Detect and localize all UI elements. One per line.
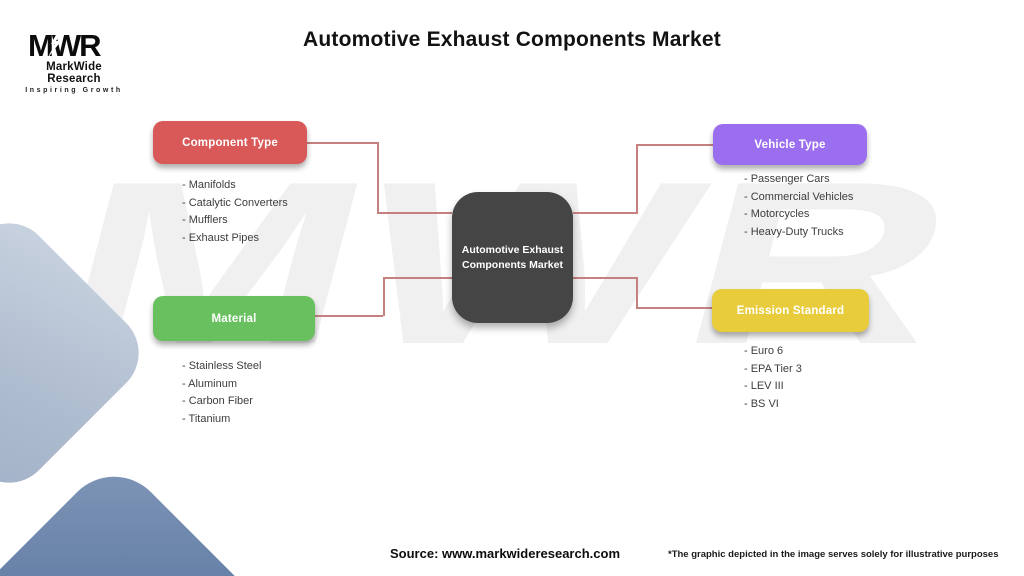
list-item: - Exhaust Pipes bbox=[182, 231, 260, 244]
list-item: - Motorcycles bbox=[744, 208, 810, 220]
lightning-bolt-icon bbox=[47, 31, 63, 59]
list-item: - Carbon Fiber bbox=[182, 395, 253, 407]
category-box-component-type: Component Type bbox=[153, 121, 307, 164]
category-box-material: Material bbox=[153, 296, 315, 341]
connector-material bbox=[383, 277, 385, 316]
list-item: - Manifolds bbox=[182, 179, 236, 191]
list-item: - Titanium bbox=[182, 412, 231, 425]
connector-component-type bbox=[307, 142, 378, 144]
list-item: - BS VI bbox=[744, 397, 779, 410]
page-title: Automotive Exhaust Components Market bbox=[303, 28, 721, 51]
list-item: - Mufflers bbox=[182, 214, 228, 226]
logo-tagline: Inspiring Growth bbox=[25, 87, 123, 94]
center-node-automotive-exhaust-components-market: Automotive Exhaust Components Market bbox=[452, 192, 573, 323]
connector-vehicle-type bbox=[636, 144, 713, 146]
connector-component-type bbox=[377, 212, 452, 214]
mwr-logo-acronym: MWR bbox=[30, 30, 101, 60]
category-label: Component Type bbox=[182, 136, 278, 149]
category-list-material: - Stainless Steel - Aluminum - Carbon Fi… bbox=[182, 358, 261, 428]
list-item: - LEV III bbox=[744, 380, 784, 392]
disclaimer-text: *The graphic depicted in the image serve… bbox=[668, 549, 999, 560]
category-label: Vehicle Type bbox=[754, 138, 826, 151]
list-item: - Passenger Cars bbox=[744, 173, 830, 185]
mwr-logo-icon: MWR bbox=[30, 30, 103, 60]
category-box-emission-standard: Emission Standard bbox=[712, 289, 869, 332]
list-item: - Euro 6 bbox=[744, 345, 784, 357]
connector-material bbox=[315, 315, 383, 317]
connector-emission-standard bbox=[636, 277, 638, 308]
connector-emission-standard bbox=[573, 277, 637, 279]
connector-material bbox=[383, 277, 452, 279]
category-label: Material bbox=[211, 312, 257, 325]
list-item: - Aluminum bbox=[182, 377, 238, 390]
list-item: - EPA Tier 3 bbox=[744, 362, 802, 375]
connector-vehicle-type bbox=[573, 212, 637, 214]
category-list-vehicle-type: - Passenger Cars - Commercial Vehicles -… bbox=[744, 171, 853, 241]
decor-diamond-bottom-left bbox=[0, 455, 349, 576]
connector-vehicle-type bbox=[636, 144, 638, 214]
category-list-component-type: - Manifolds - Catalytic Converters - Muf… bbox=[182, 177, 288, 247]
markwide-research-logo: MWR MarkWide Research Inspiring Growth bbox=[18, 30, 130, 94]
connector-emission-standard bbox=[636, 307, 713, 309]
category-label: Emission Standard bbox=[736, 304, 845, 317]
category-list-emission-standard: - Euro 6 - EPA Tier 3 - LEV III - BS VI bbox=[744, 343, 802, 413]
list-item: - Catalytic Converters bbox=[182, 196, 288, 209]
logo-company-name: MarkWide Research bbox=[46, 61, 102, 85]
list-item: - Commercial Vehicles bbox=[744, 190, 854, 203]
list-item: - Heavy-Duty Trucks bbox=[744, 225, 844, 238]
category-box-vehicle-type: Vehicle Type bbox=[713, 124, 867, 165]
connector-component-type bbox=[377, 142, 379, 213]
list-item: - Stainless Steel bbox=[182, 360, 262, 372]
source-text: Source: www.markwideresearch.com bbox=[390, 546, 621, 561]
